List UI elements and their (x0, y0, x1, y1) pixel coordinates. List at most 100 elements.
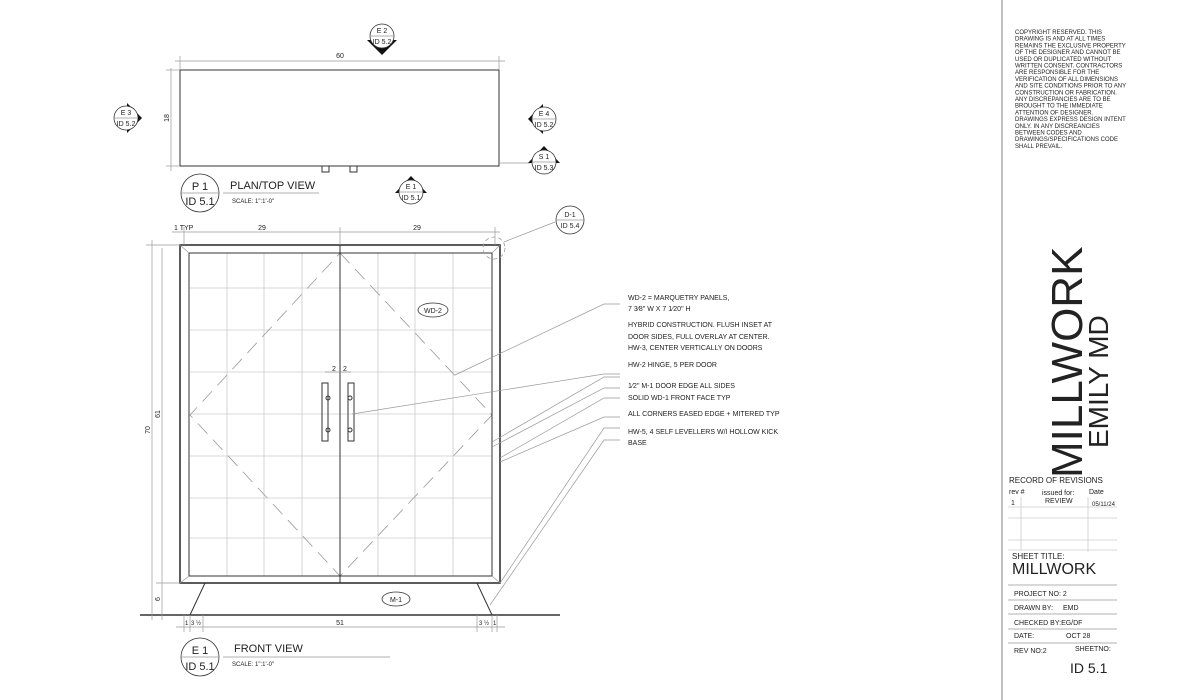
sheet-title: MILLWORK (1012, 561, 1096, 578)
notes: WD-2 = MARQUETRY PANELS, 7 3⁄8" W X 7 1⁄… (628, 295, 780, 447)
front-view-title: E 1 ID 5.1 FRONT VIEW SCALE: 1":1'-0" (180, 637, 390, 677)
label: SHEET TITLE: (1012, 552, 1065, 561)
section-marker-e4[interactable]: E 4 ID 5.2 (528, 104, 557, 134)
label: SCALE: 1":1'-0" (232, 199, 274, 205)
label: issued for: (1042, 490, 1074, 497)
label: PROJECT NO: 2 (1014, 591, 1067, 598)
label: DRAWING IS AND AT ALL TIMES (1015, 37, 1105, 43)
label: ID 5.2 (117, 121, 136, 128)
section-marker-e2[interactable]: E 2 ID 5.2 (367, 23, 397, 55)
note-line: 7 3⁄8" W X 7 1⁄20" H (628, 306, 691, 313)
note-line: WD-2 = MARQUETRY PANELS, (628, 295, 729, 302)
label: E 2 (377, 28, 388, 35)
label: ID 5.1 (185, 661, 214, 673)
section-marker-e1[interactable]: E 1 ID 5.1 (395, 176, 427, 205)
label: REVIEW (1045, 498, 1073, 505)
dim-width-right: 29 (413, 225, 421, 232)
title-block: COPYRIGHT RESERVED. THIS DRAWING IS AND … (1001, 0, 1126, 700)
section-marker-e3[interactable]: E 3 ID 5.2 (113, 103, 142, 133)
project-name: MILLWORK (1043, 247, 1092, 478)
label: E 1 (192, 645, 209, 657)
dim-width-left: 29 (258, 225, 266, 232)
label: AND SITE CONDITIONS PRIOR TO ANY (1015, 84, 1126, 90)
plan-view-title: P 1 ID 5.1 PLAN/TOP VIEW SCALE: 1":1'-0" (180, 173, 319, 213)
label: E 4 (539, 111, 550, 118)
dim-bottom-leg-left: 3 ½ (191, 620, 201, 627)
label: DRAWINGS EXPRESS DESIGN INTENT (1015, 117, 1126, 123)
note-line: SOLID WD-1 FRONT FACE TYP (628, 395, 731, 402)
label: ATTENTION OF DESIGNER. (1015, 110, 1094, 116)
label: DRAWINGS/SPECIFICATIONS CODE (1015, 137, 1118, 143)
plan-handle (321, 165, 330, 173)
label: ARE RESPONSIBLE FOR THE (1015, 70, 1099, 76)
revision-row: 1 REVIEW 05/11/24 (1011, 498, 1116, 508)
tag-wd2: WD-2 (417, 302, 449, 318)
label: ANY DISCREPANCIES ARE TO BE (1015, 97, 1111, 103)
marquetry-grid (190, 253, 492, 576)
label: ID 5.2 (373, 39, 392, 46)
label: SCALE: 1":1'-0" (232, 662, 274, 668)
marquetry-diamond (189, 252, 493, 577)
tag-m1: M-1 (381, 591, 411, 607)
revisions-title: RECORD OF REVISIONS (1009, 476, 1103, 485)
label: D-1 (564, 212, 575, 219)
label: E 1 (406, 184, 417, 191)
label: 05/11/24 (1092, 502, 1116, 508)
dim-height-total: 70 (145, 426, 152, 434)
note-line: ALL CORNERS EASED EDGE + MITERED TYP (628, 411, 780, 418)
section-marker-s1[interactable]: S 1 ID 5.3 (528, 146, 560, 175)
handle-dim-left: 2 (332, 366, 336, 373)
label: REMAINS THE EXCLUSIVE PROPERTY (1015, 43, 1126, 49)
note-line: BASE (628, 440, 647, 447)
client-name: EMILY MD (1083, 315, 1114, 448)
label: DRAWN BY: (1014, 605, 1053, 612)
dim-typ: 1 TYP (174, 225, 194, 232)
leader-lines (351, 303, 620, 606)
note-line: HW-3, CENTER VERTICALLY ON DOORS (628, 345, 763, 352)
label: VERIFICATION OF ALL DIMENSIONS (1015, 77, 1118, 83)
note-line: HW-2 HINGE, 5 PER DOOR (628, 362, 717, 369)
copyright-notice: COPYRIGHT RESERVED. THIS DRAWING IS AND … (1015, 30, 1126, 150)
door-handle-left[interactable] (321, 382, 329, 442)
label: EMD (1063, 605, 1079, 612)
label: COPYRIGHT RESERVED. THIS (1015, 30, 1102, 36)
base-leg-right (476, 582, 493, 616)
label: DATE: (1014, 633, 1034, 640)
note-line: HYBRID CONSTRUCTION. FLUSH INSET AT (628, 322, 773, 329)
label: OF THE DESIGNER AND CANNOT BE (1015, 50, 1120, 56)
plan-handle (349, 165, 358, 173)
plan-depth-dim: 18 (164, 114, 171, 122)
label: ID 5.3 (535, 165, 554, 172)
door-handle-right[interactable] (347, 382, 355, 442)
label: rev # (1009, 489, 1025, 496)
handle-dim-right: 2 (343, 366, 347, 373)
plan-view: 60 18 E 2 ID 5.2 E 3 ID 5.2 E 4 ID 5.2 (113, 23, 560, 213)
base-leg-left (189, 582, 206, 616)
dim-bottom-leg-right: 3 ½ (479, 620, 489, 627)
label: PLAN/TOP VIEW (230, 180, 316, 192)
label: USED OR DUPLICATED WITHOUT (1015, 57, 1112, 63)
label: ID 5.1 (402, 195, 421, 202)
label: FRONT VIEW (234, 643, 303, 655)
label: REV NO:2 (1014, 648, 1047, 655)
label: S 1 (539, 154, 550, 161)
plan-width-dim: 60 (336, 53, 344, 60)
label: CONSTRUCTION OR FABRICATION. (1015, 90, 1117, 96)
label: ID 5.2 (535, 122, 554, 129)
label: 1 (1011, 500, 1015, 507)
note-line: 1⁄2" M-1 DOOR EDGE ALL SIDES (628, 383, 735, 390)
sheet-number: ID 5.1 (1070, 660, 1108, 676)
front-view: 2 2 M-1 WD-2 1 TYP 29 29 70 61 6 1 3 ½ (140, 205, 585, 677)
dim-base-height: 6 (155, 597, 162, 601)
dim-height-door: 61 (155, 410, 162, 418)
label: Date (1089, 489, 1104, 496)
detail-marker-d1[interactable]: D-1 ID 5.4 (555, 205, 585, 235)
label: ID 5.1 (185, 196, 214, 208)
label: OCT 28 (1066, 633, 1090, 640)
label: ONLY. IN ANY DISCREANCIES (1015, 124, 1100, 130)
label: WD-2 (424, 308, 442, 315)
note-line: HW-5, 4 SELF LEVELLERS W/I HOLLOW KICK (628, 429, 778, 436)
dim-bottom-edge-right: 1 (493, 621, 497, 627)
label: WRITTEN CONSENT. CONTRACTORS (1015, 64, 1122, 70)
